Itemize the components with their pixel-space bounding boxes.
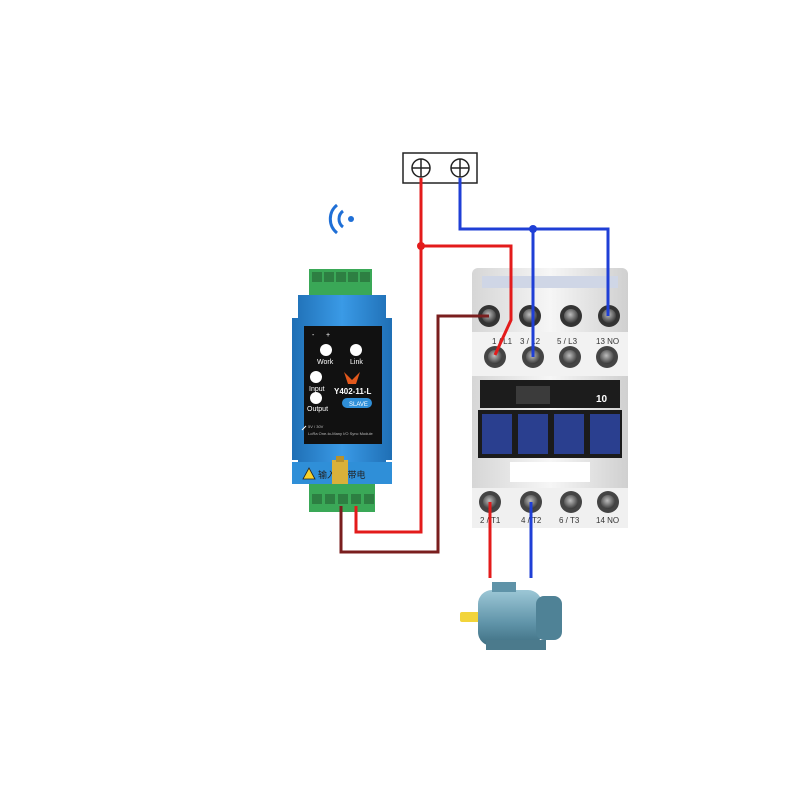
aux-number: 10 — [596, 394, 608, 405]
wire-control-loop — [339, 314, 489, 554]
led-output-label: Output — [307, 406, 328, 413]
led-link-label: Link — [350, 359, 363, 366]
led-input — [310, 371, 322, 383]
contactor: 1 / L1 3 / L2 5 / L3 13 NO 10 2 / T1 4 /… — [472, 268, 628, 528]
module-subtitle: LoRa One-to-Many I/O Sync Module — [308, 431, 373, 436]
screw-terminal-left-icon — [411, 158, 431, 178]
power-terminal-block — [402, 152, 478, 184]
module-spec: 5V / 30V — [308, 424, 324, 429]
io-module: - + Work Link Input Output Y402-11-L SLA… — [292, 269, 392, 512]
neutral-junction — [529, 225, 537, 233]
model-name: Y402-11-L — [334, 387, 371, 396]
led-work-label: Work — [317, 359, 334, 366]
terminal-label-13no: 13 NO — [596, 337, 619, 346]
power-minus-mark: - — [312, 332, 315, 339]
wires — [339, 178, 610, 578]
slave-badge-text: SLAVE — [349, 402, 368, 408]
wifi-icon — [328, 203, 354, 235]
slave-badge — [342, 398, 372, 408]
power-plus-mark: + — [326, 332, 330, 339]
led-link — [350, 344, 362, 356]
led-input-label: Input — [309, 386, 325, 393]
logo-icon — [344, 372, 360, 384]
terminal-label-l3: 5 / L3 — [557, 337, 578, 346]
antenna-icon — [332, 456, 348, 488]
led-work — [320, 344, 332, 356]
screw-terminal-right-icon — [450, 158, 470, 178]
terminal-label-14no: 14 NO — [596, 516, 619, 525]
terminal-label-l2: 3 / L2 — [520, 337, 541, 346]
wire-live-to-l1 — [421, 244, 513, 356]
wire-live-feed — [354, 178, 423, 534]
module-top-terminals — [309, 269, 372, 295]
led-output — [310, 392, 322, 404]
live-junction — [417, 242, 425, 250]
relay-symbol-icon — [301, 425, 307, 431]
warning-icon — [302, 467, 316, 480]
motor-icon — [460, 582, 562, 650]
terminal-label-t3: 6 / T3 — [559, 516, 580, 525]
